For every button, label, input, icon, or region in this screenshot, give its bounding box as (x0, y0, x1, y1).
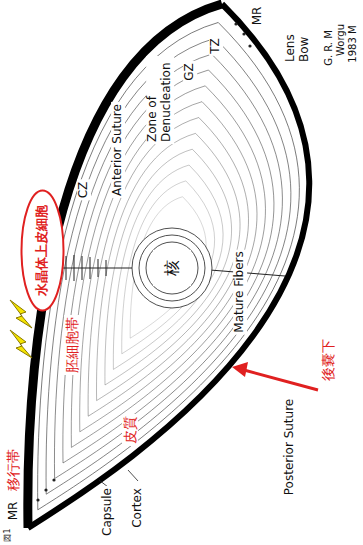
red-arrow (232, 362, 318, 390)
node-shape (21, 190, 63, 310)
node-text: 水晶体上皮細胞 (35, 205, 50, 296)
node-text: 核 (163, 260, 181, 276)
part-label: GZ (183, 61, 197, 83)
part-label: 1983 M (347, 23, 359, 64)
part-label: CZ (77, 180, 91, 201)
part-label: MR (7, 500, 21, 523)
node-shape (153, 250, 191, 286)
posterior-capsule (28, 4, 309, 528)
part-label: Mature Fibers (233, 249, 247, 334)
part-label: Anterior Suture (111, 102, 125, 198)
part-label: Lens Bow (284, 16, 312, 64)
japanese-label: 後嚢下 (320, 337, 336, 383)
epithelium-oval: 水晶体上皮細胞 (20, 189, 65, 312)
part-label: G. R. M (323, 28, 335, 68)
part-label: MR (251, 5, 265, 28)
part-label: 図1 (3, 526, 12, 543)
part-label: Posterior Suture (283, 397, 297, 497)
japanese-label: 移行帯 (5, 447, 21, 493)
nucleus-box: 核 (153, 250, 191, 286)
part-label: Cortex (131, 486, 145, 530)
lightning-symbol (10, 300, 32, 358)
part-label: Zone of Denucleation (146, 56, 174, 144)
part-label: Capsule (101, 486, 115, 538)
lens-fibers (38, 22, 300, 509)
japanese-label: 皮質 (122, 414, 138, 446)
bow-nuclei (36, 22, 251, 501)
japanese-label: 胚細胞帯 (64, 315, 80, 375)
part-label: Worgu (335, 22, 347, 58)
nucleus-rings (132, 228, 212, 308)
leader-lines (99, 470, 138, 487)
part-label: TZ (209, 36, 223, 56)
